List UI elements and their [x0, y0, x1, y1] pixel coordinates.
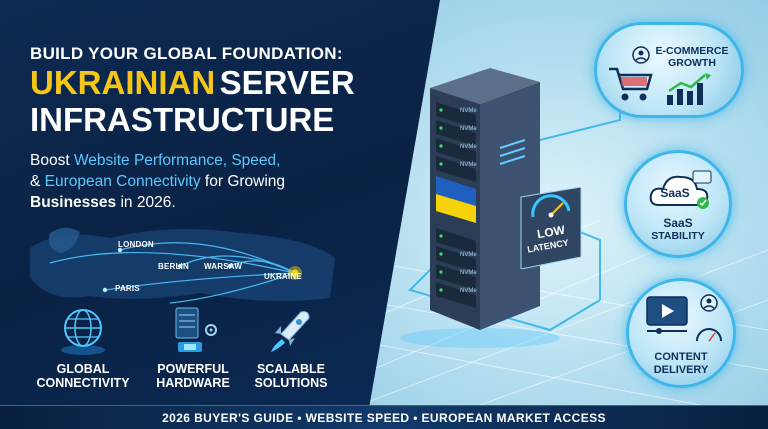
feature-label-line1: SCALABLE: [256, 362, 326, 376]
subtitle-highlight: Website Performance, Speed,: [73, 152, 281, 169]
city-label-ukraine: UKRAINE: [264, 272, 302, 281]
drive-bays: [436, 102, 476, 308]
headline: BUILD YOUR GLOBAL FOUNDATION: UKRAINIAN …: [30, 44, 390, 138]
feature-powerful-hardware: POWERFUL HARDWARE: [138, 306, 248, 390]
drive-label: NVMe: [460, 162, 477, 168]
drive-label: NVMe: [460, 144, 477, 150]
feature-scalable-solutions: SCALABLE SOLUTIONS: [236, 306, 346, 390]
title-server: SERVER: [219, 64, 355, 101]
badge-content-delivery: CONTENT DELIVERY: [626, 278, 736, 388]
badge-label-line1: E-COMMERCE: [655, 45, 729, 57]
feature-label-line1: POWERFUL: [157, 362, 229, 376]
drive-label: NVMe: [460, 108, 477, 114]
shopping-cart-icon: [609, 46, 653, 101]
subtitle: Boost Website Performance, Speed, & Euro…: [30, 150, 360, 213]
speedometer-icon: [520, 186, 582, 270]
badge-label-line2: STABILITY: [651, 230, 705, 242]
server-rack-graphic: [400, 68, 560, 348]
feature-label-line1: GLOBAL: [56, 362, 110, 376]
badge-label-line2: GROWTH: [668, 57, 716, 69]
subtitle-bold: Businesses: [30, 194, 117, 211]
subtitle-highlight: European Connectivity: [44, 173, 201, 190]
badge-ecommerce-growth: E-COMMERCE GROWTH: [594, 22, 744, 118]
feature-label-line2: HARDWARE: [156, 376, 230, 390]
feature-label-line2: SOLUTIONS: [254, 376, 328, 390]
cloud-saas-icon: [649, 170, 712, 209]
badge-saas-stability: SaaS SaaS STABILITY: [624, 150, 732, 258]
drive-label: NVMe: [460, 252, 477, 258]
subtitle-part: &: [30, 173, 45, 190]
feature-global-connectivity: GLOBAL CONNECTIVITY: [28, 306, 138, 390]
europe-map: LONDON BERLIN WARSAW PARIS UKRAINE: [20, 218, 340, 313]
server-rack: NVMe NVMe NVMe NVMe NVMe NVMe NVMe: [400, 60, 570, 355]
drive-label: NVMe: [460, 126, 477, 132]
low-latency-panel: LOW LATENCY: [517, 186, 585, 270]
title-ukrainian: UKRAINIAN: [30, 64, 216, 101]
map-graphic: [30, 227, 335, 304]
headline-kicker: BUILD YOUR GLOBAL FOUNDATION:: [30, 44, 343, 63]
title-infrastructure: INFRASTRUCTURE: [30, 101, 335, 138]
city-label-paris: PARIS: [115, 284, 140, 293]
cloud-label: SaaS: [660, 186, 690, 200]
growth-chart-icon: [667, 73, 711, 105]
subtitle-part: for Growing: [200, 173, 286, 190]
drive-label: NVMe: [460, 288, 477, 294]
drive-label: NVMe: [460, 270, 477, 276]
badge-label-line1: SaaS: [663, 216, 693, 230]
city-label-warsaw: WARSAW: [204, 262, 243, 271]
city-label-london: LONDON: [118, 240, 154, 249]
badge-label-line2: DELIVERY: [653, 364, 709, 376]
subtitle-part: Boost: [30, 152, 74, 169]
globe-icon: [61, 309, 105, 355]
video-player-icon: [646, 294, 722, 342]
badge-label-line1: CONTENT: [654, 351, 708, 363]
bottom-banner: 2026 BUYER'S GUIDE • WEBSITE SPEED • EUR…: [0, 405, 768, 429]
city-label-berlin: BERLIN: [158, 262, 189, 271]
banner-text: 2026 BUYER'S GUIDE • WEBSITE SPEED • EUR…: [162, 411, 606, 425]
subtitle-part: in 2026.: [116, 194, 176, 211]
server-chip-icon: [175, 307, 217, 352]
rocket-icon: [271, 311, 310, 352]
feature-label-line2: CONNECTIVITY: [36, 376, 130, 390]
